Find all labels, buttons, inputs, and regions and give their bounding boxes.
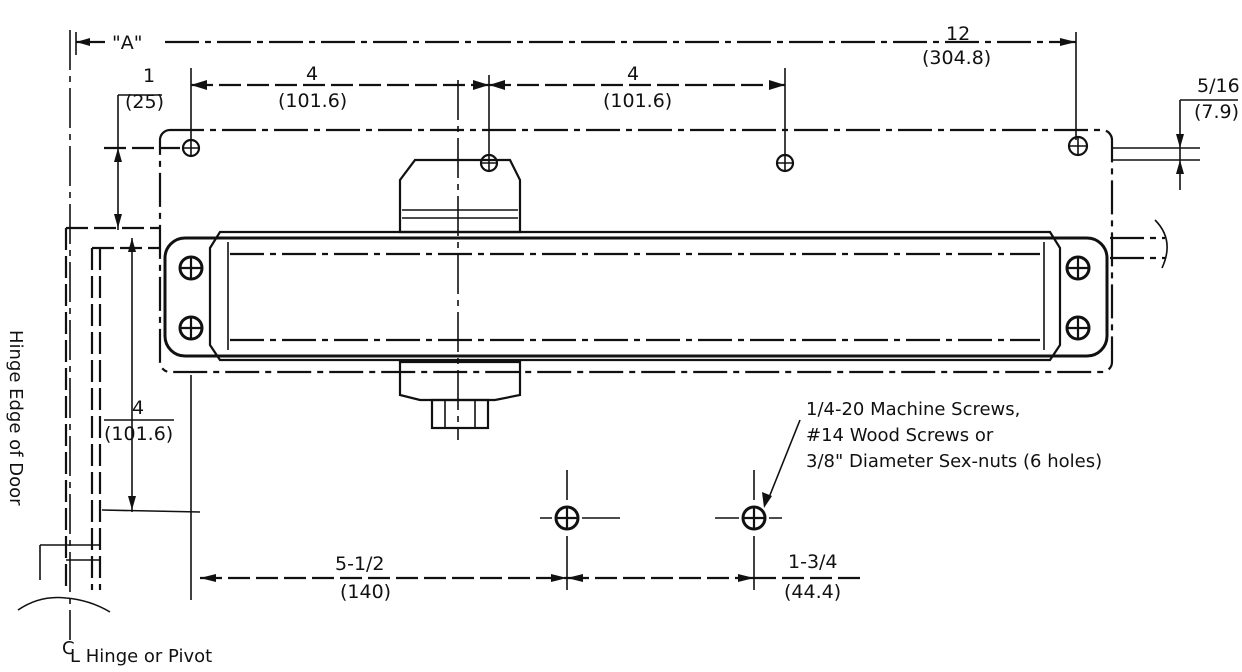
centerline-symbol: C [62, 638, 75, 659]
dim-right-offset-in: 5/16 [1197, 75, 1240, 97]
mounting-hole [178, 255, 204, 281]
dim-right-offset-mm: (7.9) [1194, 101, 1239, 123]
mounting-hole [178, 315, 204, 341]
pinion-bottom [398, 360, 522, 430]
dim-bottom-gap-mm: (44.4) [784, 581, 841, 603]
dim-vertical-in: 4 [132, 397, 144, 419]
dim-overall-mm: (304.8) [922, 47, 991, 69]
screw-note-line-3: 3/8" Diameter Sex-nuts (6 holes) [806, 451, 1102, 472]
dim-spacing-2-in: 4 [627, 63, 639, 85]
mounting-hole [715, 470, 782, 590]
door-frame [17, 226, 160, 613]
dim-bottom-gap-in: 1-3/4 [788, 551, 838, 573]
dim-spacing-2-mm: (101.6) [603, 90, 672, 112]
mounting-hole [479, 153, 499, 173]
dim-spacing-1-mm: (101.6) [278, 90, 347, 112]
dim-vertical-mm: (101.6) [104, 423, 173, 445]
dim-spacing-1-in: 4 [306, 63, 318, 85]
screw-note-line-1: 1/4-20 Machine Screws, [806, 399, 1020, 420]
dim-left-offset-in: 1 [143, 65, 155, 87]
centerline-label: L Hinge or Pivot [70, 646, 212, 667]
mounting-hole [181, 138, 201, 158]
dimension-lines [75, 32, 1238, 600]
dim-a-label: "A" [112, 32, 142, 54]
mounting-hole [1065, 315, 1091, 341]
closer-body [163, 219, 1168, 362]
dim-bottom-span-in: 5-1/2 [335, 553, 385, 575]
dim-overall-in: 12 [946, 23, 970, 45]
mounting-hole [1065, 255, 1091, 281]
arm-shoe-top [398, 158, 522, 234]
closer-base-plate [158, 128, 1114, 374]
screw-note-line-2: #14 Wood Screws or [806, 425, 994, 446]
dim-bottom-span-mm: (140) [340, 581, 391, 603]
mounting-hole [1067, 135, 1089, 157]
hinge-edge-label: Hinge Edge of Door [5, 330, 26, 506]
mounting-hole [775, 153, 795, 173]
dim-left-offset-mm: (25) [125, 91, 164, 113]
mounting-hole [540, 470, 620, 590]
